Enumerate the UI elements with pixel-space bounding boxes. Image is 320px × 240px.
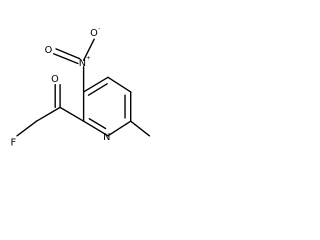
bond-nitro-n-o-left [52, 53, 79, 65]
atom-nitro-oxygen-top-charge: - [98, 25, 100, 31]
bond-ring-c3-c4 [82, 76, 109, 93]
molecule-structure: N N + O - O O F [11, 25, 151, 149]
atom-ketone-oxygen: O [51, 74, 59, 85]
bond-ring-n1-c2 [82, 120, 109, 137]
atom-ring-nitrogen: N [103, 132, 110, 143]
bond-ring-c6-n1 [107, 120, 132, 137]
bond-ring-c4-c5 [107, 76, 132, 93]
atom-nitro-oxygen-top: O [90, 28, 98, 39]
bond-c2-carbonyl-c [59, 106, 85, 122]
bond-ring-inner-n1-c2 [88, 118, 107, 130]
atom-nitro-nitrogen-charge: + [86, 55, 91, 61]
bond-nitro-n-o-left-double [55, 48, 81, 60]
atom-nitro-nitrogen: N [79, 58, 86, 69]
bond-nitro-n-o-top [82, 38, 95, 61]
atom-nitro-oxygen-left: O [45, 45, 53, 56]
bond-ring-inner-c3-c4 [87, 83, 108, 96]
bond-ch2-f [16, 120, 38, 137]
atom-fluorine: F [11, 138, 17, 149]
bond-methyl [130, 120, 151, 137]
bond-carbonyl-c-ch2 [35, 106, 61, 122]
